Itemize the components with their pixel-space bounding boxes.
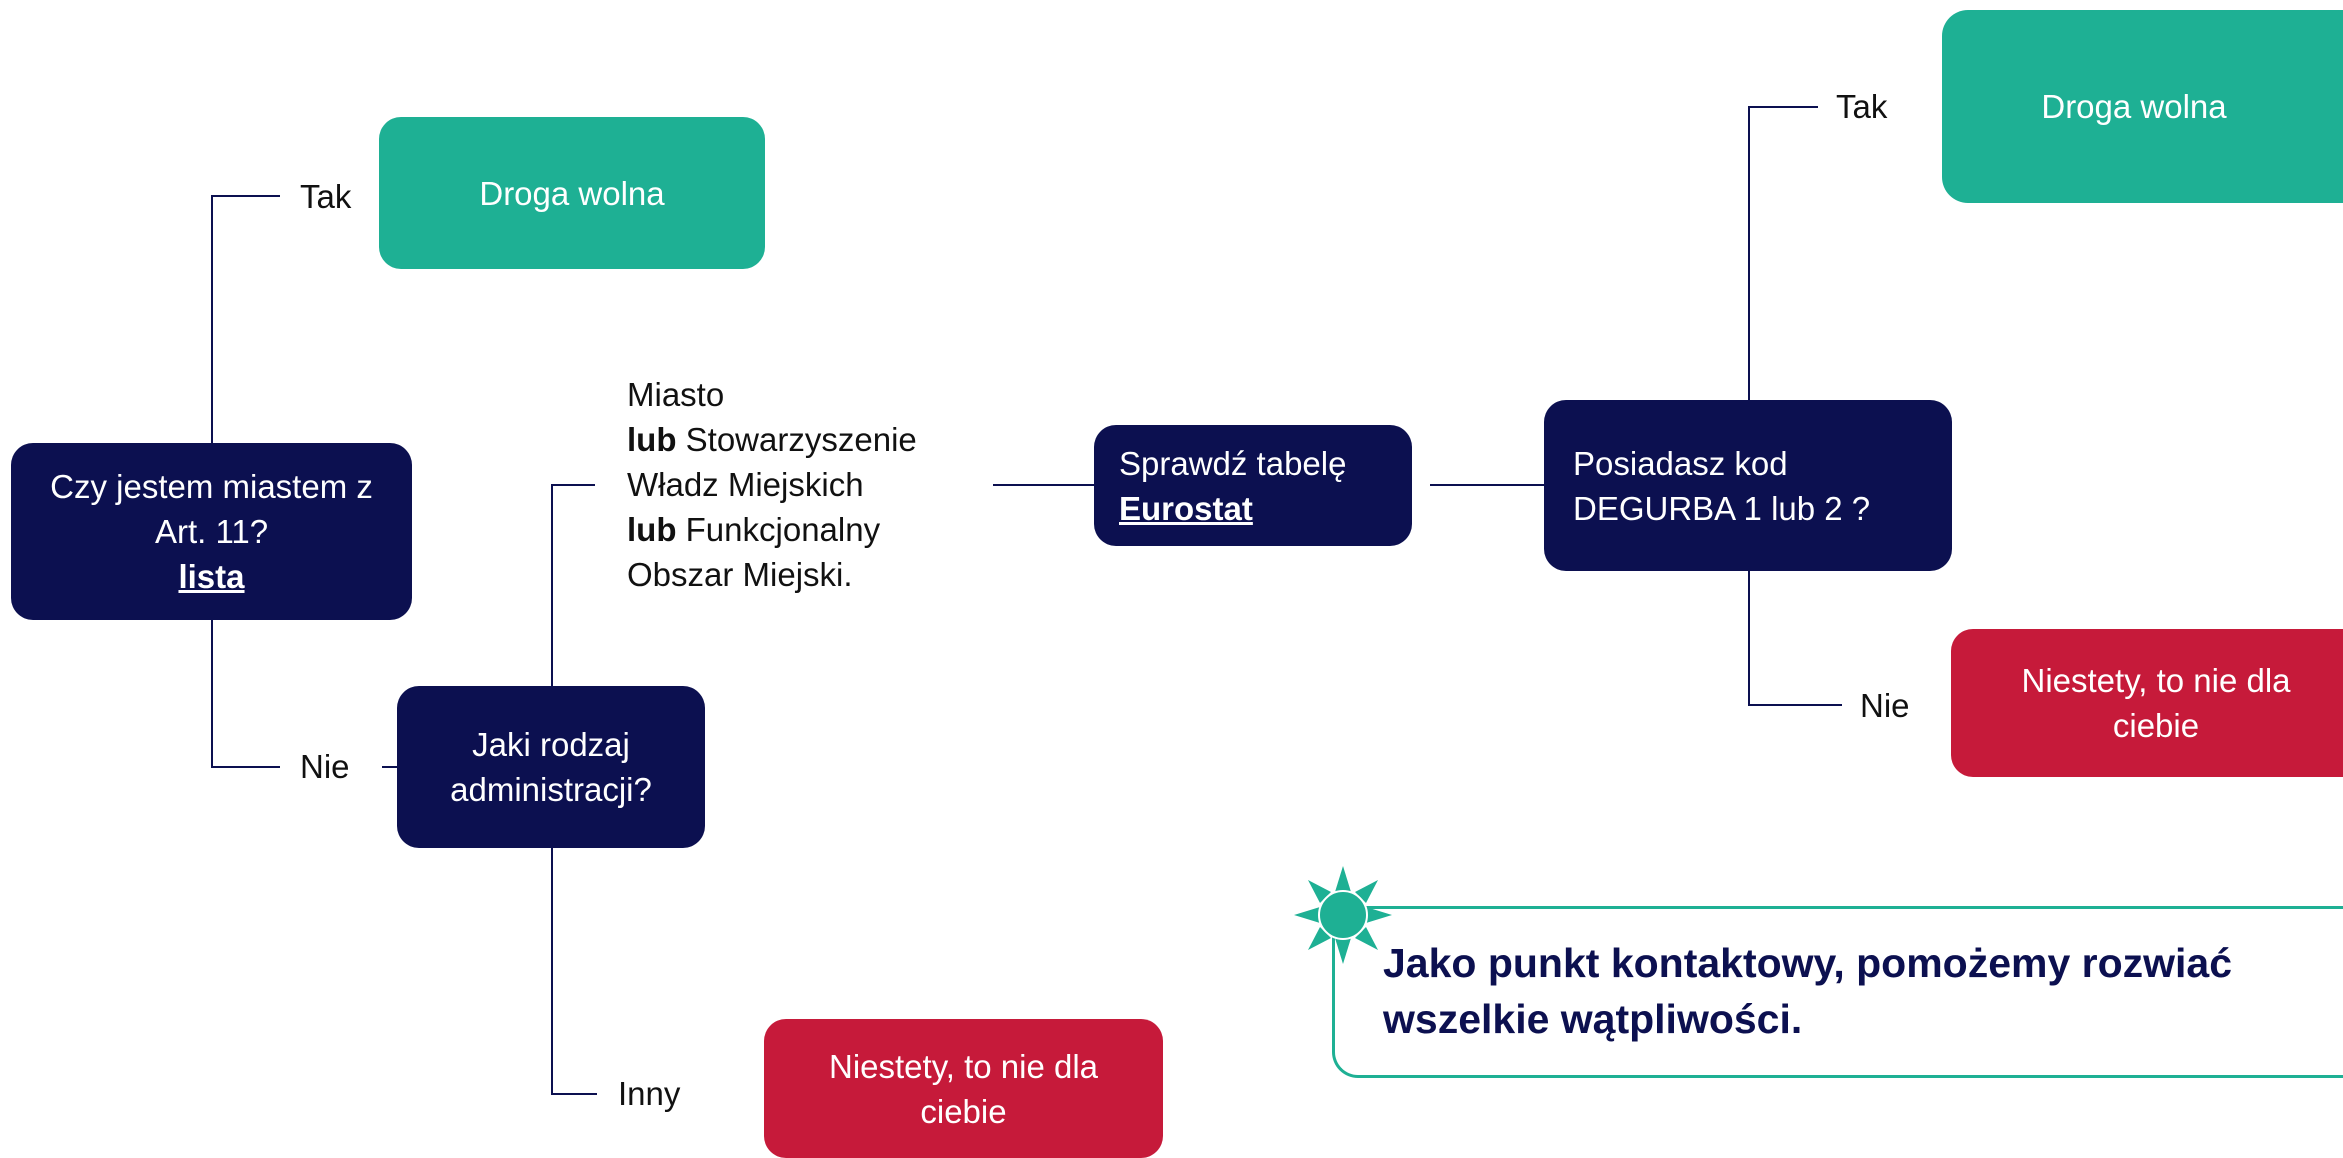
path-line-3: Władz Miejskich (627, 466, 864, 503)
connector-q1-no (211, 620, 280, 768)
label-no-right: Nie (1860, 687, 1910, 724)
contact-callout (1332, 906, 2343, 1078)
question-administration-line1: Jaki rodzaj (472, 726, 630, 763)
label-no-left: Nie (300, 748, 350, 785)
question-city-art11-line2: Art. 11? (154, 513, 269, 550)
path-or-1: lub (627, 421, 677, 458)
question-degurba-line2: DEGURBA 1 lub 2 ? (1573, 489, 1871, 527)
contact-message-line1: Jako punkt kontaktowy, pomożemy rozwiać (1383, 940, 2233, 986)
result-not-for-you-bottom-line1: Niestety, to nie dla (828, 1047, 1099, 1085)
path-line-5: Obszar Miejski. (627, 556, 853, 593)
question-degurba-line1: Posiadasz kod (1573, 444, 1788, 482)
result-not-for-you-right-line1: Niestety, to nie dla (2021, 662, 2291, 699)
result-not-for-you-right-line2: ciebie (2112, 707, 2200, 744)
connector-q2-path (551, 484, 595, 686)
path-line-4: lub Funkcjonalny (627, 507, 917, 552)
eurostat-link[interactable]: Eurostat (1119, 489, 1253, 527)
label-yes-right: Tak (1836, 88, 1888, 125)
contact-message: Jako punkt kontaktowy, pomożemy rozwiać … (1383, 935, 2323, 1047)
city-association-fua-text: Miasto lub Stowarzyszenie Władz Miejskic… (627, 372, 917, 597)
result-free-way-left-text: Droga wolna (479, 174, 665, 212)
path-line-2-text: Stowarzyszenie (676, 421, 917, 458)
connector-q1-yes (211, 195, 280, 443)
sun-icon (1294, 866, 1392, 964)
question-city-art11: Czy jestem miastem z Art. 11? lista (11, 443, 412, 620)
path-or-2: lub (627, 511, 677, 548)
path-line-2: lub Stowarzyszenie (627, 417, 917, 462)
lista-link[interactable]: lista (178, 558, 245, 595)
label-yes-left: Tak (300, 178, 352, 215)
check-eurostat-table: Sprawdź tabelę Eurostat (1094, 425, 1412, 546)
connector-q3-no (1748, 571, 1842, 706)
result-not-for-you-right: Niestety, to nie dla ciebie (1951, 629, 2343, 777)
check-eurostat-line1: Sprawdź tabelę (1119, 444, 1347, 482)
result-free-way-right: Droga wolna (1942, 10, 2343, 203)
result-free-way-left: Droga wolna (379, 117, 765, 269)
result-free-way-right-text: Droga wolna (2041, 88, 2227, 125)
question-city-art11-line1: Czy jestem miastem z (50, 468, 373, 505)
contact-message-line2: wszelkie wątpliwości. (1383, 996, 1803, 1042)
path-line-4-text: Funkcjonalny (676, 511, 881, 548)
label-other: Inny (618, 1075, 681, 1112)
result-not-for-you-bottom-line2: ciebie (920, 1092, 1007, 1130)
question-administration-line2: administracji? (450, 771, 652, 808)
question-administration-type: Jaki rodzaj administracji? (397, 686, 705, 848)
connector-q2-inny (551, 848, 597, 1095)
connector-q3-yes (1748, 106, 1818, 400)
path-line-1: Miasto (627, 376, 725, 413)
result-not-for-you-bottom: Niestety, to nie dla ciebie (764, 1019, 1163, 1158)
question-degurba-code: Posiadasz kod DEGURBA 1 lub 2 ? (1544, 400, 1952, 571)
